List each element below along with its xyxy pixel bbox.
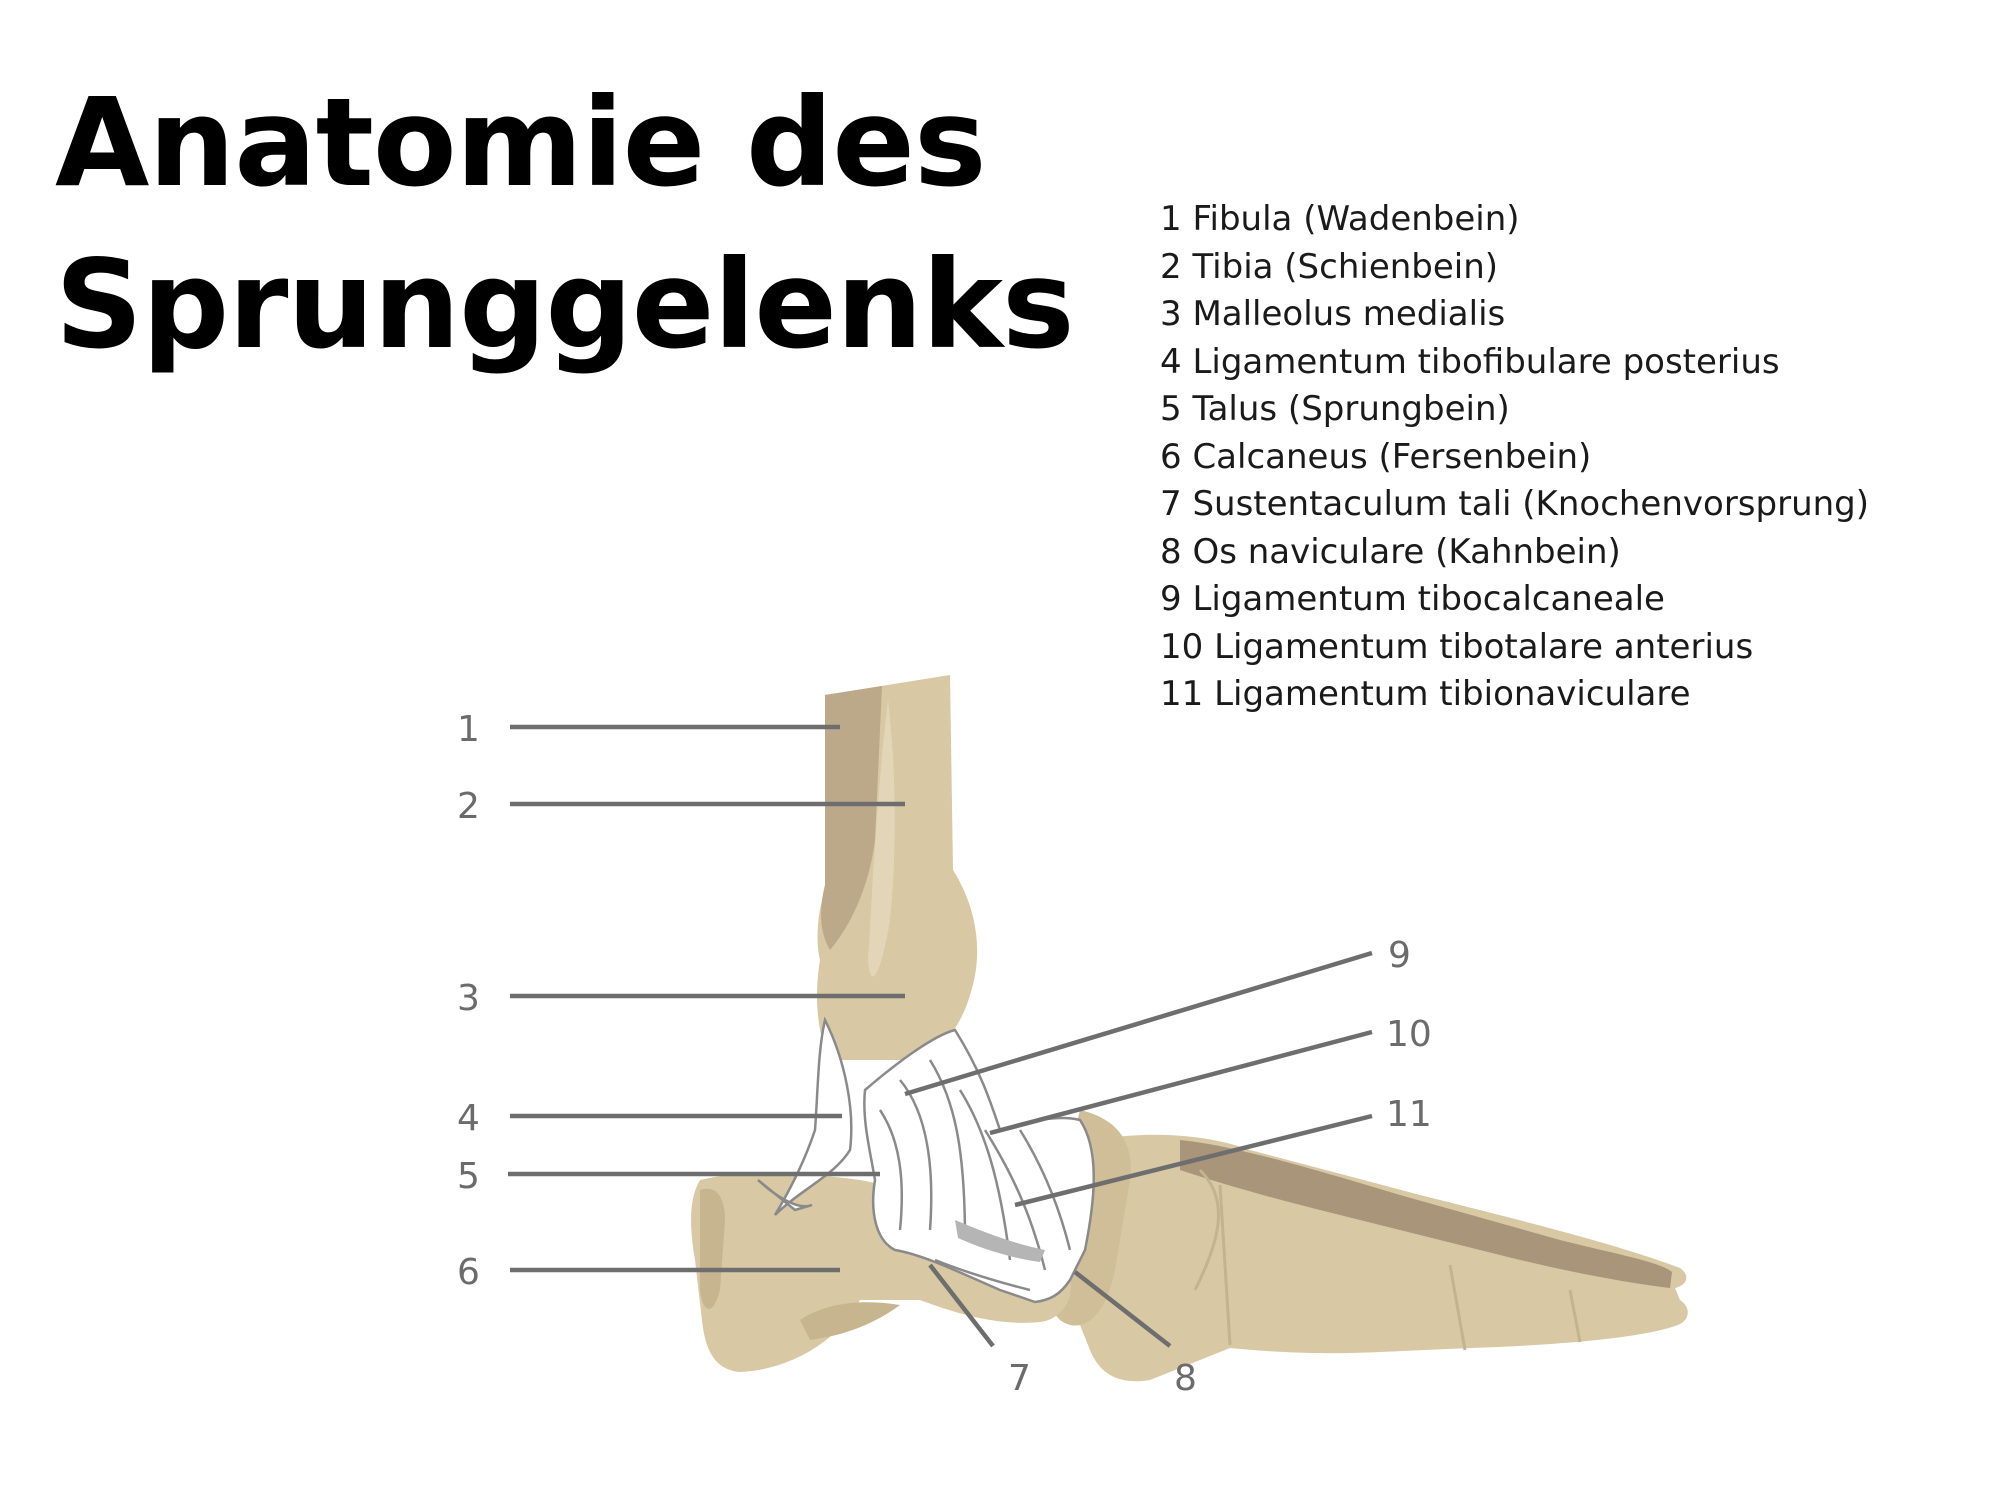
ligament-tibiofibular-posterior bbox=[773, 1016, 853, 1216]
callout-number-4: 4 bbox=[457, 1098, 480, 1139]
callout-number-10: 10 bbox=[1386, 1014, 1432, 1055]
legend-item-10: 10 Ligamentum tibotalare anterius bbox=[1160, 626, 1754, 667]
legend-item-9: 9 Ligamentum tibocalcaneale bbox=[1160, 579, 1665, 619]
leader-line-8 bbox=[1073, 1270, 1172, 1348]
callout-number-2: 2 bbox=[457, 786, 480, 827]
callout-numbers: 1 2 3 4 5 6 7 8 9 10 11 bbox=[457, 709, 1432, 1399]
ligaments bbox=[757, 1016, 1095, 1304]
leader-line-11 bbox=[1014, 1113, 1373, 1208]
legend-item-8: 8 Os naviculare (Kahnbein) bbox=[1160, 531, 1621, 572]
legend-item-3: 3 Malleolus medialis bbox=[1160, 294, 1506, 334]
legend-item-7: 7 Sustentaculum tali (Knochenvorsprung) bbox=[1160, 484, 1870, 524]
callout-number-5: 5 bbox=[457, 1156, 480, 1197]
foot-bones bbox=[1070, 1134, 1688, 1382]
legend-item-1: 1 Fibula (Wadenbein) bbox=[1160, 199, 1520, 239]
leader-line-7 bbox=[928, 1263, 995, 1348]
legend-item-5: 5 Talus (Sprungbein) bbox=[1160, 389, 1510, 429]
title-line-2: Sprunggelenks bbox=[55, 234, 1075, 376]
legend-item-4: 4 Ligamentum tibofibulare posterius bbox=[1160, 341, 1780, 382]
callout-number-11: 11 bbox=[1386, 1094, 1432, 1135]
callout-number-1: 1 bbox=[457, 709, 480, 750]
title-line-1: Anatomie des bbox=[55, 72, 987, 214]
legend-item-2: 2 Tibia (Schienbein) bbox=[1160, 246, 1499, 287]
legend: 1 Fibula (Wadenbein) 2 Tibia (Schienbein… bbox=[1160, 196, 1869, 719]
page-title: Anatomie des Sprunggelenks bbox=[55, 62, 1075, 386]
leader-line-10 bbox=[989, 1029, 1373, 1136]
leader-lines bbox=[508, 724, 1373, 1348]
callout-number-7: 7 bbox=[1008, 1358, 1031, 1399]
ligament-tibiotalar bbox=[863, 1028, 1095, 1304]
legend-item-6: 6 Calcaneus (Fersenbein) bbox=[1160, 436, 1592, 477]
callout-number-6: 6 bbox=[457, 1252, 480, 1293]
fibula-bone bbox=[821, 686, 882, 950]
legend-item-11: 11 Ligamentum tibionaviculare bbox=[1160, 674, 1691, 714]
callout-number-3: 3 bbox=[457, 978, 480, 1019]
leader-line-9 bbox=[904, 950, 1373, 1097]
callout-number-9: 9 bbox=[1388, 935, 1411, 976]
callout-number-8: 8 bbox=[1174, 1358, 1197, 1399]
